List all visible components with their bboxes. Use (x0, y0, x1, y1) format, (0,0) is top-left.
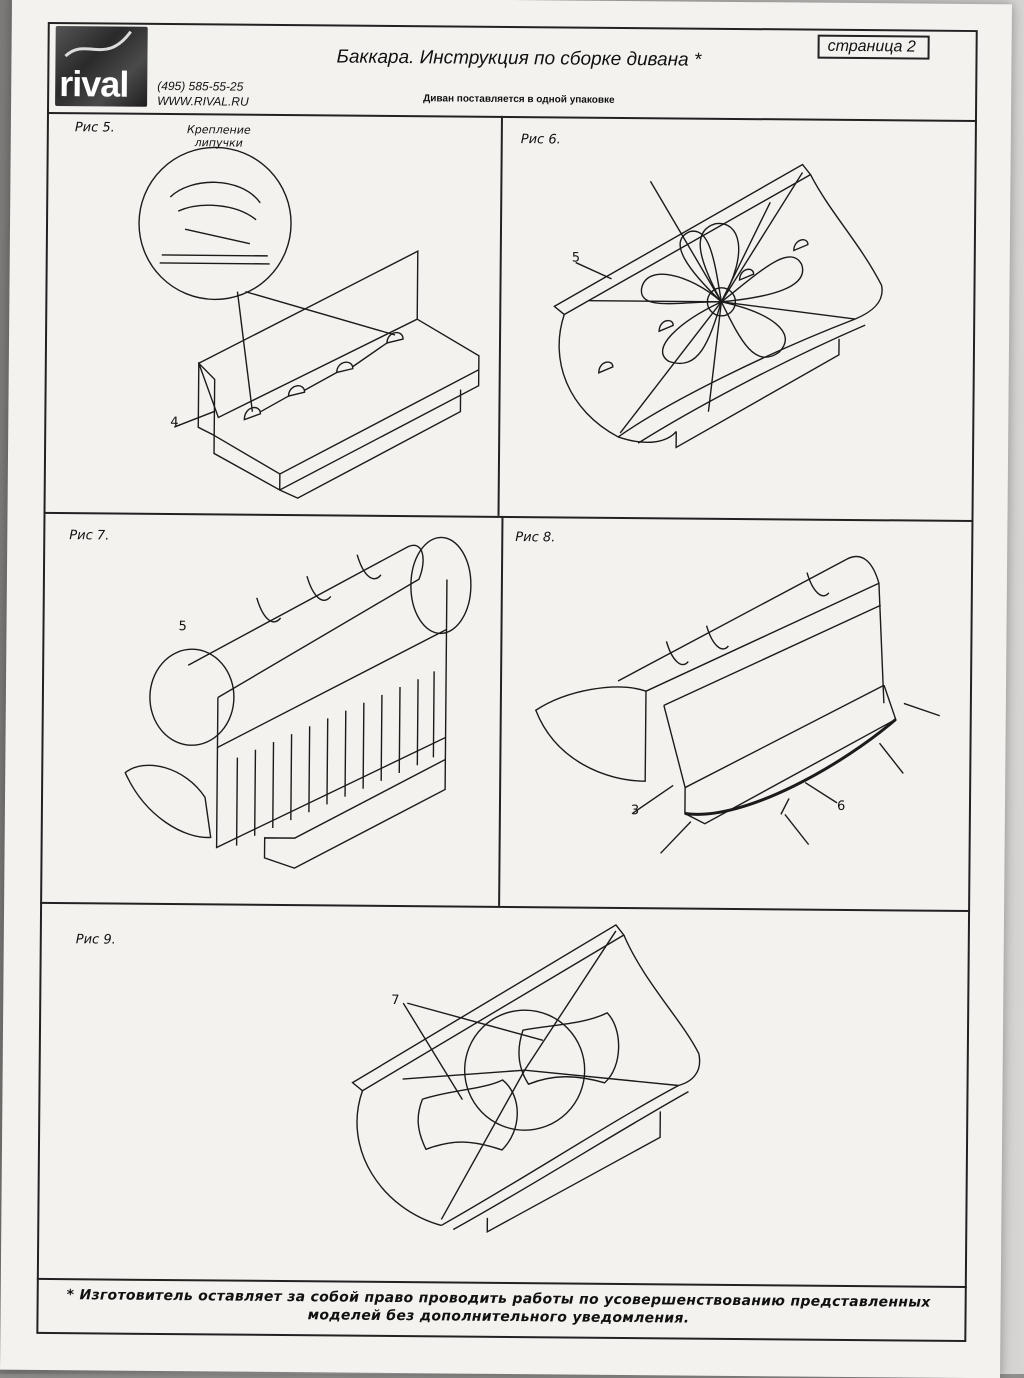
rival-logo: rival (55, 26, 148, 107)
fig9-pillow-right (518, 1012, 620, 1086)
fig8-drawing (534, 555, 940, 854)
fig9-pillow-left (417, 1079, 518, 1151)
fig7-drawing (124, 536, 472, 869)
fig5-detail-circle (138, 146, 292, 301)
fig5-drawing (138, 146, 480, 499)
fig7-back-cushion (187, 544, 424, 699)
fig5-detail-hands (159, 181, 270, 265)
fig8-armrest-left (534, 686, 647, 782)
fig9-back-top (351, 924, 625, 1092)
logo-wave-mark (64, 30, 132, 58)
fig6-drawing (553, 163, 883, 449)
manufacturer-disclaimer: * Изготовитель оставляет за собой право … (66, 1287, 931, 1327)
fig5-back-panel (197, 250, 419, 419)
fig9-drawing (351, 924, 701, 1234)
